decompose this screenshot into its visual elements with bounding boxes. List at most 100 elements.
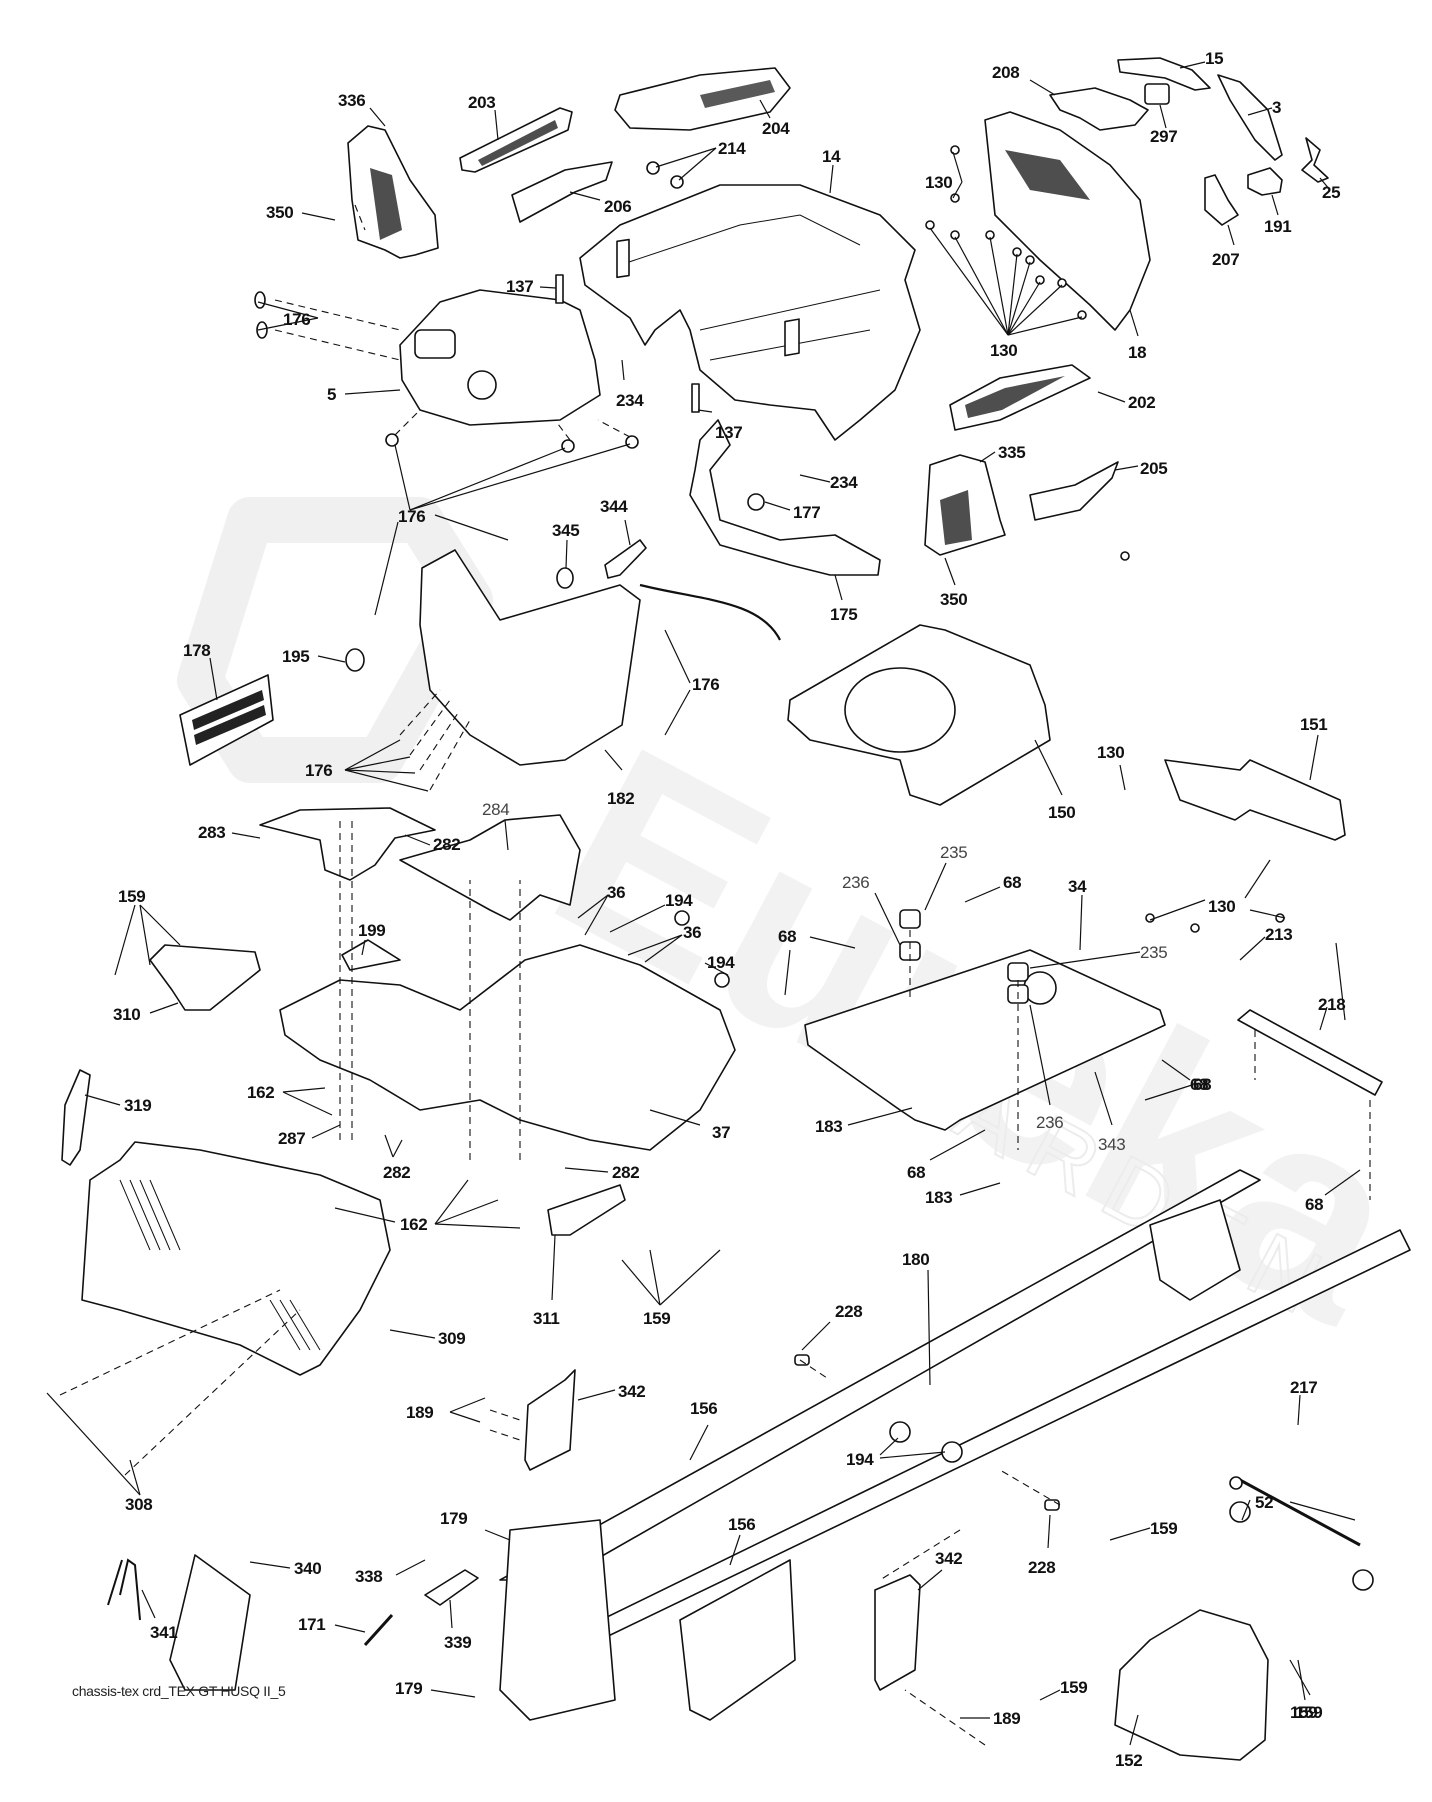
callout-label: 18 [1128, 343, 1146, 362]
callout-199: 199 [358, 921, 386, 956]
part-178-text [192, 690, 266, 745]
callout-156a: 156 [689, 1399, 718, 1461]
part-5-key-hole [467, 370, 497, 400]
callout-235a: 235 [924, 843, 968, 911]
callout-label: 175 [830, 605, 857, 624]
callout-68b: 68 [778, 927, 856, 996]
callout-label: 130 [925, 173, 952, 192]
callout-label: 194 [846, 1450, 874, 1469]
part-182-lower-dash [419, 549, 641, 766]
callout-label: 204 [762, 119, 790, 138]
callout-label: 3 [1272, 98, 1281, 117]
part-177-nut [747, 493, 765, 511]
callout-label: 199 [358, 921, 385, 940]
part-152-seat-support [1114, 1609, 1269, 1761]
part-15-trim [1117, 57, 1211, 91]
part-283-fender [259, 807, 436, 881]
callout-label: 342 [618, 1382, 645, 1401]
callout-label: 194 [707, 953, 735, 972]
callout-18: 18 [1128, 309, 1147, 362]
callout-284: 284 [482, 800, 510, 851]
callout-label: 342 [935, 1549, 962, 1568]
callout-label: 183 [815, 1117, 842, 1136]
callout-156b: 156 [728, 1515, 756, 1566]
callout-label: 130 [1097, 743, 1124, 762]
callout-label: 68 [1003, 873, 1021, 892]
callout-68f: 68 [1305, 1169, 1361, 1214]
callout-label: 159 [118, 887, 145, 906]
callout-175: 175 [830, 574, 858, 624]
part-336-grille [370, 168, 402, 240]
callout-label: 236 [1036, 1113, 1063, 1132]
callout-label: 309 [438, 1329, 465, 1348]
callout-203: 203 [468, 93, 499, 141]
callout-217: 217 [1290, 1378, 1318, 1426]
callout-5: 5 [327, 385, 401, 404]
part-14-hood [579, 184, 921, 441]
callout-label: 189 [406, 1403, 433, 1422]
callout-130d: 130 [1149, 859, 1286, 921]
callout-159d: 159 [1039, 1678, 1088, 1701]
part-284-fender [399, 814, 581, 921]
callout-191: 191 [1264, 194, 1292, 236]
callout-342b: 342 [917, 1549, 963, 1591]
callout-162a: 162 [247, 1083, 333, 1116]
watermark-logo-shape [177, 497, 493, 783]
callout-311: 311 [533, 1234, 560, 1328]
diagram-caption: chassis-tex crd_TEX GT HUSQ II_5 [72, 1683, 286, 1699]
callout-label: 338 [355, 1567, 382, 1586]
part-217-link [1239, 1478, 1361, 1547]
callout-label: 36 [607, 883, 625, 902]
callout-label: 217 [1290, 1378, 1317, 1397]
callout-207: 207 [1212, 224, 1240, 269]
callout-label: 195 [282, 647, 309, 666]
callout-183a: 183 [815, 1107, 913, 1136]
part-191-lens [1247, 167, 1283, 196]
callout-label: 350 [266, 203, 293, 222]
callout-308: 308 [46, 1392, 153, 1514]
callout-label: 162 [247, 1083, 274, 1102]
part-203-vent [459, 107, 573, 173]
callout-label: 159 [643, 1309, 670, 1328]
part-234-bracket [784, 318, 800, 357]
callout-label: 336 [338, 91, 365, 110]
callout-label: 183 [925, 1188, 952, 1207]
callout-label: 319 [124, 1096, 151, 1115]
callout-label: 180 [902, 1250, 929, 1269]
callout-label: 350 [940, 590, 967, 609]
callout-68d: 68 [1144, 1075, 1209, 1101]
callout-label: 25 [1322, 183, 1340, 202]
callout-label: 156 [690, 1399, 717, 1418]
callout-36a: 36 [577, 883, 626, 936]
callout-label: 236 [842, 873, 869, 892]
callout-label: 283 [198, 823, 225, 842]
callout-label: 207 [1212, 250, 1239, 269]
callout-label: 5 [327, 385, 336, 404]
callout-label: 52 [1255, 1493, 1273, 1512]
callout-37: 37 [649, 1109, 731, 1142]
part-52-bushing [1229, 1501, 1251, 1523]
callout-label: 189 [993, 1709, 1020, 1728]
callout-234b: 234 [799, 473, 859, 492]
part-194-nut [889, 1421, 911, 1443]
part-176-pins [254, 291, 639, 453]
callout-36b: 36 [627, 923, 702, 963]
callout-label: 68 [1190, 1075, 1208, 1094]
callout-label: 171 [298, 1615, 325, 1634]
part-228-pin [794, 1354, 810, 1366]
callout-label: 37 [712, 1123, 730, 1142]
callout-label: 150 [1048, 803, 1075, 822]
part-18-front-grille [984, 111, 1151, 331]
part-204-stripes [700, 80, 775, 108]
callout-150: 150 [1034, 739, 1076, 822]
callout-68e: 68 [907, 1129, 986, 1182]
part-175-bracket [689, 419, 881, 576]
callout-287: 287 [278, 1124, 341, 1148]
callout-label: 203 [468, 93, 495, 112]
callout-195: 195 [282, 647, 346, 666]
callout-label: 235 [1140, 943, 1167, 962]
callout-236b: 236 [1029, 1004, 1064, 1132]
part-52-bushing [1352, 1569, 1374, 1591]
callout-label: 345 [552, 521, 579, 540]
